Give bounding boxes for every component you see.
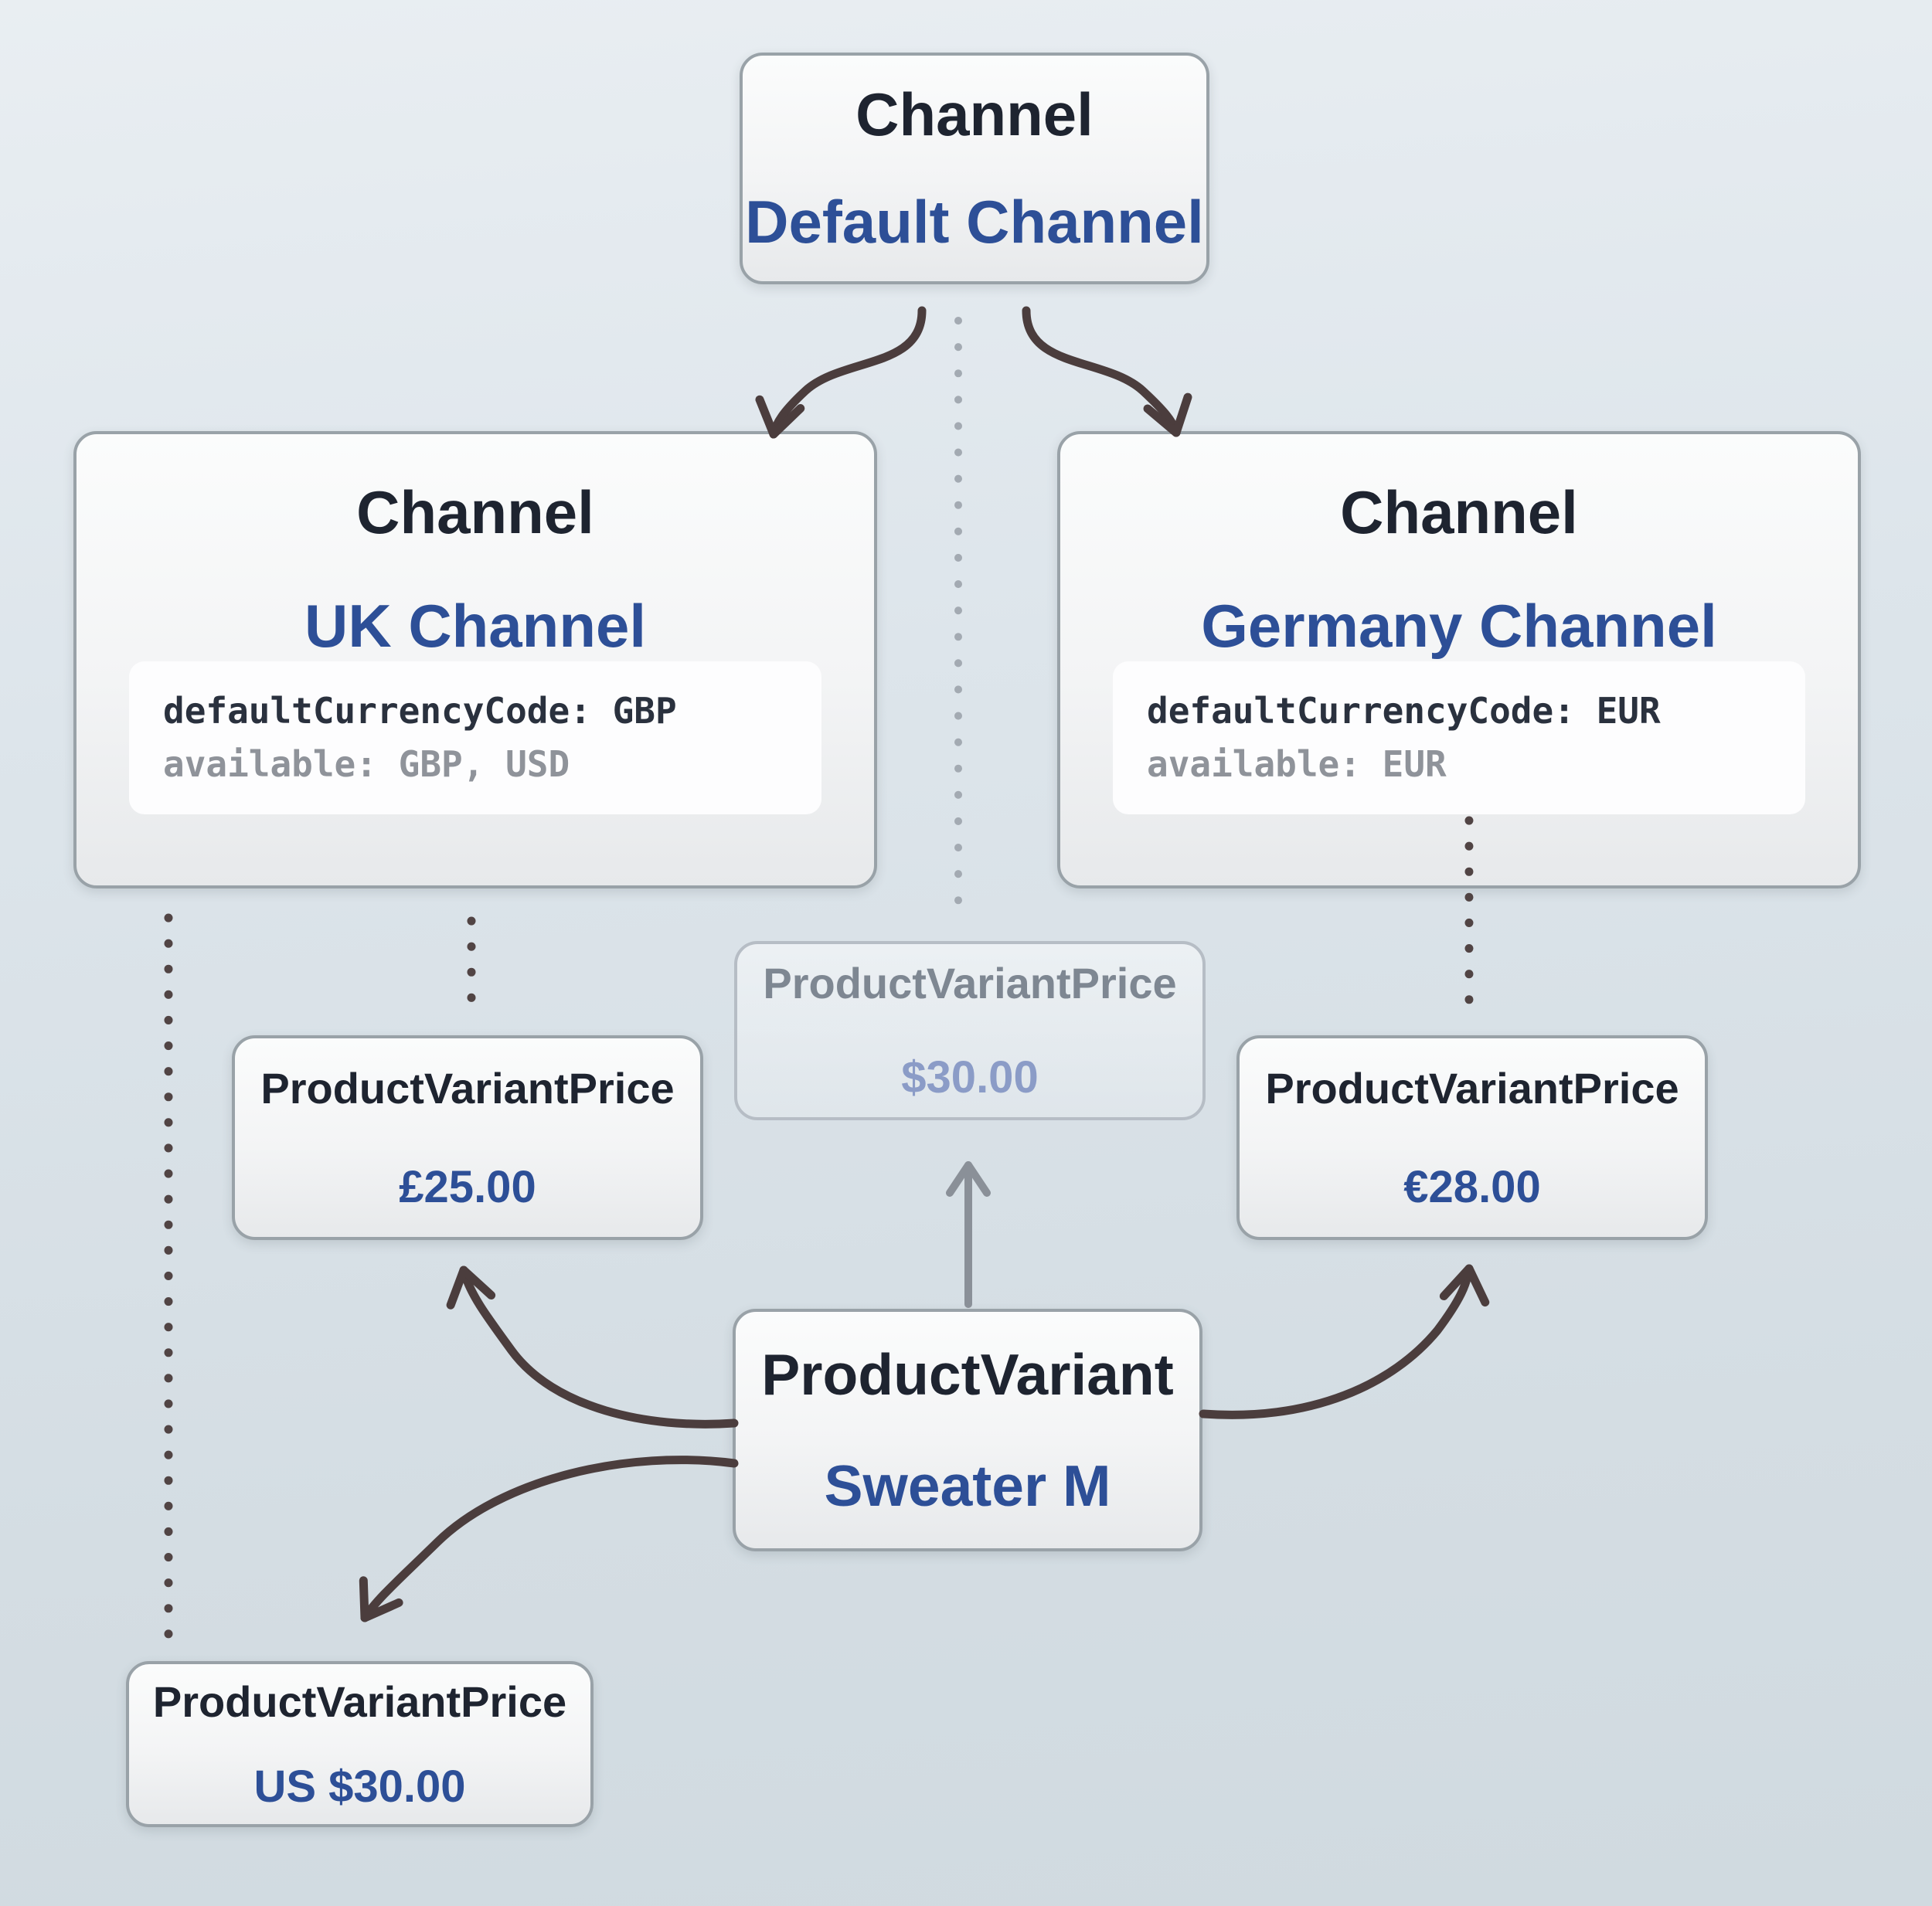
entity-type-label: ProductVariantPrice xyxy=(152,1677,567,1726)
entity-name-label: Germany Channel xyxy=(1201,592,1717,660)
entity-name-label: Sweater M xyxy=(824,1453,1111,1518)
default-currency-line: defaultCurrencyCode: EUR xyxy=(1147,690,1661,732)
entity-type-label: ProductVariant xyxy=(761,1342,1174,1407)
entity-type-label: Channel xyxy=(855,80,1094,148)
node-uk-channel: Channel UK Channel defaultCurrencyCode: … xyxy=(73,431,877,888)
entity-name-label: Default Channel xyxy=(745,188,1204,256)
node-usd-price: ProductVariantPrice US $30.00 xyxy=(126,1661,594,1827)
entity-type-label: Channel xyxy=(356,478,594,546)
default-currency-line: defaultCurrencyCode: GBP xyxy=(163,690,677,732)
node-default-channel: Channel Default Channel xyxy=(740,53,1209,284)
available-currencies-line: available: GBP, USD xyxy=(163,743,570,785)
entity-type-label: ProductVariantPrice xyxy=(763,959,1177,1007)
node-default-price-ghost: ProductVariantPrice $30.00 xyxy=(734,941,1206,1120)
available-currencies-line: available: EUR xyxy=(1147,743,1447,785)
price-value: £25.00 xyxy=(399,1161,536,1212)
entity-type-label: ProductVariantPrice xyxy=(260,1063,675,1113)
node-uk-price: ProductVariantPrice £25.00 xyxy=(232,1035,703,1240)
arrow-default-to-germany xyxy=(1022,306,1192,437)
currency-code-block: defaultCurrencyCode: EUR available: EUR xyxy=(1113,661,1805,814)
node-product-variant: ProductVariant Sweater M xyxy=(733,1309,1202,1551)
node-germany-price: ProductVariantPrice €28.00 xyxy=(1236,1035,1708,1240)
entity-type-label: Channel xyxy=(1340,478,1578,546)
price-value: $30.00 xyxy=(901,1052,1039,1102)
price-value: €28.00 xyxy=(1403,1161,1541,1212)
node-germany-channel: Channel Germany Channel defaultCurrencyC… xyxy=(1057,431,1861,888)
arrow-variant-to-germany-price xyxy=(1199,1264,1490,1419)
price-value: US $30.00 xyxy=(253,1761,466,1812)
arrow-default-to-uk xyxy=(755,306,927,439)
arrow-variant-to-uk-price xyxy=(446,1266,739,1429)
entity-type-label: ProductVariantPrice xyxy=(1265,1063,1679,1113)
entity-name-label: UK Channel xyxy=(304,592,647,660)
arrow-variant-to-usd-price xyxy=(359,1456,739,1622)
currency-code-block: defaultCurrencyCode: GBP available: GBP,… xyxy=(129,661,821,814)
